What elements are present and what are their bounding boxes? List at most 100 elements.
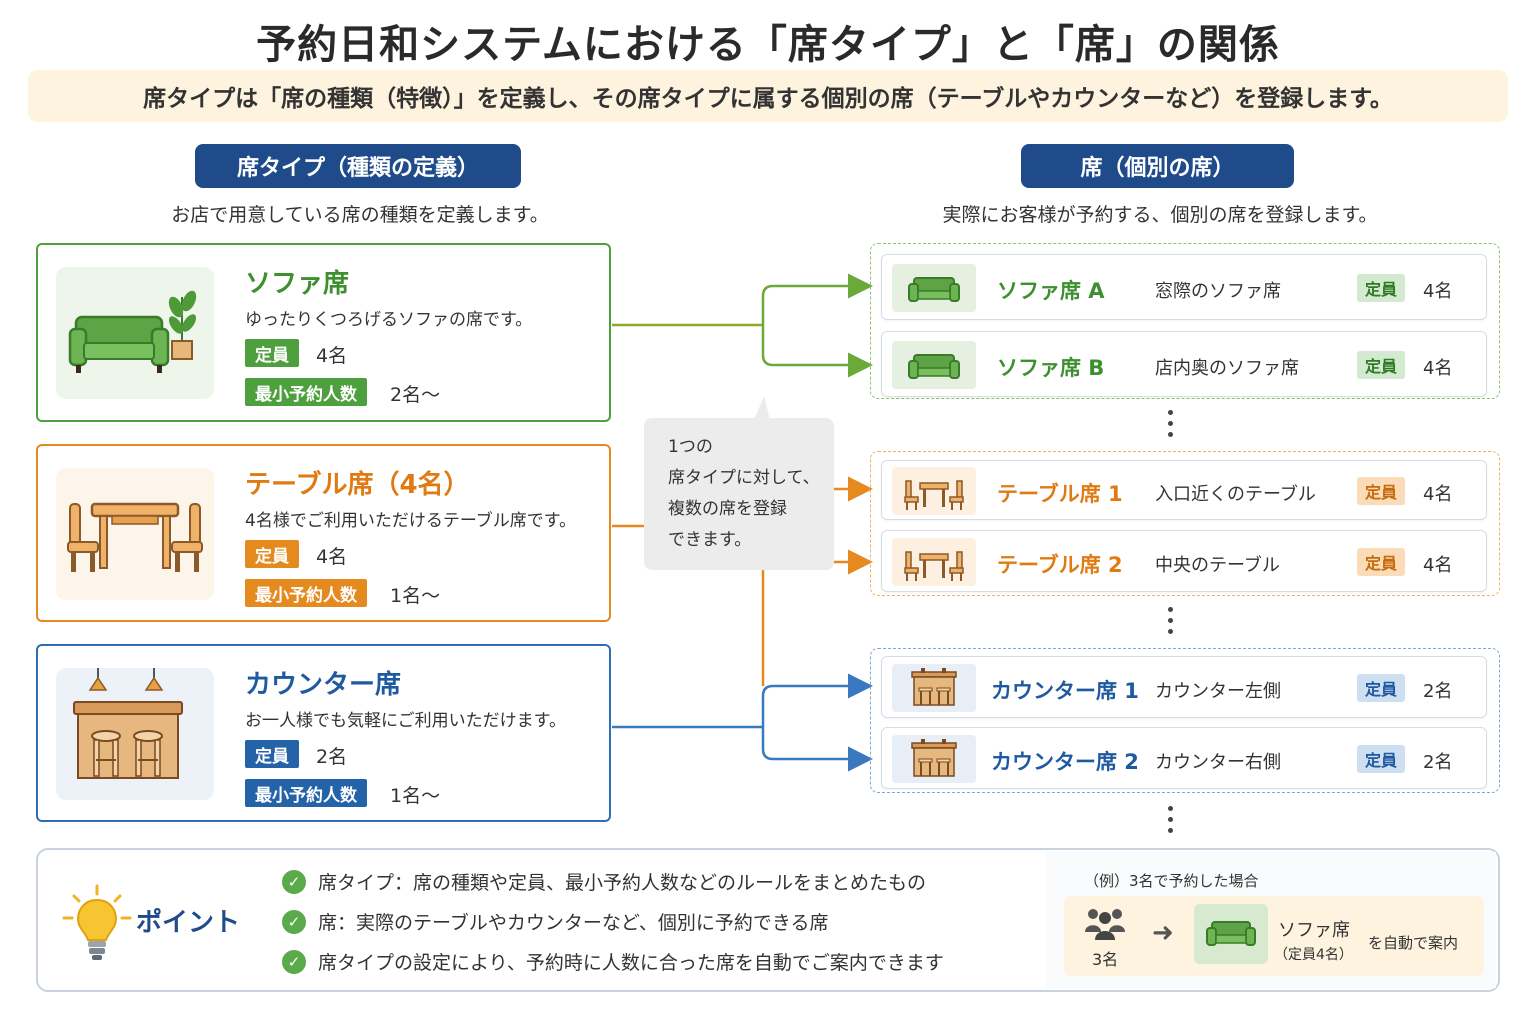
note-line: できます。: [668, 530, 752, 550]
seat-desc: 窓際のソファ席: [1155, 281, 1281, 302]
seat-group-sofa: [870, 243, 1500, 399]
seat-heading: 席（個別の席）: [1021, 144, 1294, 188]
seat-type-heading: 席タイプ（種類の定義）: [195, 144, 521, 188]
seat-type-card-table[interactable]: テーブル席（4名） 4名様でご利用いただけるテーブル席です。 定員 4名 最小予…: [36, 444, 611, 622]
seat-desc: カウンター右側: [1155, 752, 1281, 773]
more-dots: [1168, 806, 1174, 833]
counter-icon: [892, 664, 976, 712]
capacity-tag: 定員: [1357, 548, 1406, 576]
example-box: [1064, 896, 1484, 976]
min-reserve-tag: 最小予約人数: [245, 579, 367, 607]
note-pointer: [754, 396, 770, 420]
capacity-tag: 定員: [1357, 274, 1406, 302]
capacity-value: 4名: [1423, 484, 1453, 505]
min-reserve-value: 2名〜: [390, 384, 441, 406]
point-item-text: 席：実際のテーブルやカウンターなど、個別に予約できる席: [318, 912, 829, 934]
seat-name: テーブル席 1: [997, 482, 1123, 506]
capacity-tag: 定員: [245, 540, 299, 568]
seat-row[interactable]: テーブル席 2 中央のテーブル 定員 4名: [881, 530, 1487, 592]
people-icon: [1082, 904, 1128, 944]
sofa-icon: [892, 341, 976, 389]
more-dots: [1168, 607, 1174, 634]
page-title: 予約日和システムにおける「席タイプ」と「席」の関係: [256, 22, 1280, 68]
capacity-tag: 定員: [245, 740, 299, 768]
arrow-right-icon: ➜: [1152, 918, 1174, 948]
capacity-value: 2名: [316, 746, 348, 768]
capacity-value: 4名: [1423, 555, 1453, 576]
point-label: ポイント: [136, 908, 241, 938]
people-count: 3名: [1092, 950, 1119, 969]
example-result: を自動で案内: [1368, 934, 1459, 952]
example-seat-capacity: （定員4名）: [1274, 947, 1353, 963]
capacity-tag: 定員: [1357, 351, 1406, 379]
seat-row[interactable]: カウンター席 2 カウンター右側 定員 2名: [881, 727, 1487, 789]
capacity-tag: 定員: [1357, 674, 1406, 702]
summary-banner: 席タイプは「席の種類（特徴）」を定義し、その席タイプに属する個別の席（テーブルや…: [28, 70, 1508, 122]
min-reserve-tag: 最小予約人数: [245, 378, 367, 406]
seat-name: ソファ席 A: [997, 279, 1105, 303]
seat-type-name: テーブル席（4名）: [245, 470, 470, 500]
example-caption: （例）3名で予約した場合: [1084, 872, 1259, 890]
capacity-tag: 定員: [1357, 477, 1406, 505]
point-item: ✓ 席：実際のテーブルやカウンターなど、個別に予約できる席: [282, 908, 829, 935]
capacity-value: 4名: [316, 546, 348, 568]
capacity-value: 4名: [1423, 358, 1453, 379]
capacity-value: 2名: [1423, 752, 1453, 773]
seat-row[interactable]: テーブル席 1 入口近くのテーブル 定員 4名: [881, 460, 1487, 520]
point-item-text: 席タイプ：席の種類や定員、最小予約人数などのルールをまとめたもの: [318, 872, 927, 894]
seat-row[interactable]: ソファ席 A 窓際のソファ席 定員 4名: [881, 254, 1487, 320]
example-panel: （例）3名で予約した場合 3名 ➜ ソファ席 （定員4名） を自動で案内: [1046, 852, 1496, 988]
seat-desc: カウンター左側: [1155, 681, 1281, 702]
seat-subheading: 実際にお客様が予約する、個別の席を登録します。: [942, 204, 1378, 226]
min-reserve-tag: 最小予約人数: [245, 779, 367, 807]
capacity-tag: 定員: [1357, 745, 1406, 773]
seat-name: カウンター席 1: [991, 679, 1139, 703]
sofa-icon: [892, 264, 976, 312]
seat-type-name: ソファ席: [245, 269, 350, 299]
seat-desc: 中央のテーブル: [1155, 555, 1280, 576]
seat-desc: 店内奥のソファ席: [1155, 358, 1299, 379]
seat-type-desc: お一人様でも気軽にご利用いただけます。: [245, 711, 566, 731]
counter-icon: [56, 668, 214, 800]
min-reserve-value: 1名〜: [390, 785, 441, 807]
capacity-tag: 定員: [245, 339, 299, 367]
seat-type-card-counter[interactable]: カウンター席 お一人様でも気軽にご利用いただけます。 定員 2名 最小予約人数 …: [36, 644, 611, 822]
capacity-value: 4名: [1423, 281, 1453, 302]
point-item: ✓ 席タイプ：席の種類や定員、最小予約人数などのルールをまとめたもの: [282, 868, 926, 895]
counter-icon: [892, 735, 976, 783]
table-icon: [892, 467, 976, 515]
lightbulb-icon: [62, 884, 132, 964]
capacity-value: 2名: [1423, 681, 1453, 702]
point-item: ✓ 席タイプの設定により、予約時に人数に合った席を自動でご案内できます: [282, 948, 944, 975]
example-seat-name: ソファ席: [1278, 920, 1350, 941]
seat-group-counter: [870, 648, 1500, 793]
seat-type-desc: ゆったりくつろげるソファの席です。: [245, 310, 533, 330]
seat-type-subheading: お店で用意している席の種類を定義します。: [171, 204, 549, 226]
sofa-icon: [56, 267, 214, 399]
check-icon: ✓: [282, 869, 306, 894]
note-line: 複数の席を登録: [668, 499, 787, 519]
min-reserve-value: 1名〜: [390, 585, 441, 607]
seat-name: カウンター席 2: [991, 750, 1139, 774]
seat-type-desc: 4名様でご利用いただけるテーブル席です。: [245, 511, 577, 531]
check-icon: ✓: [282, 909, 306, 934]
capacity-value: 4名: [316, 345, 348, 367]
table-icon: [892, 538, 976, 586]
seat-name: ソファ席 B: [997, 356, 1105, 380]
note-line: 席タイプに対して、: [668, 468, 820, 488]
seat-type-card-sofa[interactable]: ソファ席 ゆったりくつろげるソファの席です。 定員 4名 最小予約人数 2名〜: [36, 243, 611, 422]
more-dots: [1168, 410, 1174, 437]
point-item-text: 席タイプの設定により、予約時に人数に合った席を自動でご案内できます: [318, 952, 944, 974]
seat-row[interactable]: カウンター席 1 カウンター左側 定員 2名: [881, 656, 1487, 718]
table-icon: [56, 468, 214, 600]
seat-type-name: カウンター席: [245, 670, 402, 700]
note-line: 1つの: [668, 437, 713, 457]
sofa-icon: [1194, 904, 1268, 964]
seat-group-table: [870, 451, 1500, 596]
seat-row[interactable]: ソファ席 B 店内奥のソファ席 定員 4名: [881, 331, 1487, 397]
seat-desc: 入口近くのテーブル: [1155, 484, 1316, 505]
seat-name: テーブル席 2: [997, 553, 1123, 577]
note-bubble: 1つの 席タイプに対して、 複数の席を登録 できます。: [644, 418, 834, 570]
check-icon: ✓: [282, 949, 306, 974]
